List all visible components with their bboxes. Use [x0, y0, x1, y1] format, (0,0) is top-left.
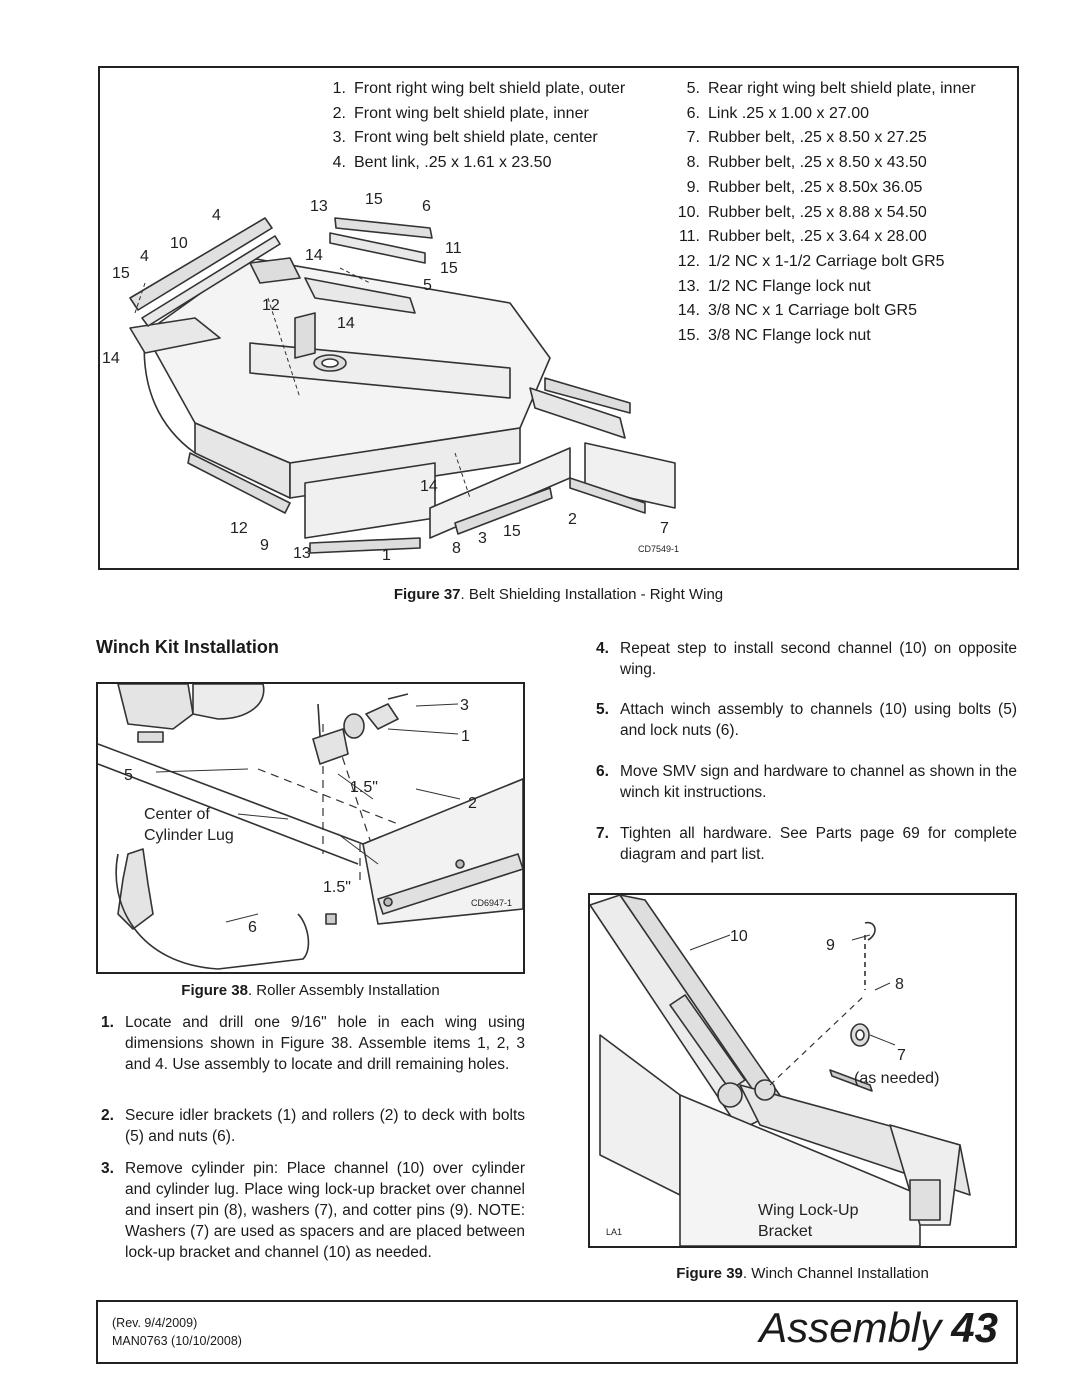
legend-item: 2.Front wing belt shield plate, inner: [332, 104, 589, 122]
fig37-callout: 14: [102, 350, 120, 367]
legend-item: 10.Rubber belt, .25 x 8.88 x 54.50: [677, 203, 927, 221]
fig38-code: CD6947-1: [471, 898, 512, 908]
fig37-callout: 5: [423, 277, 432, 294]
fig37-callout: 11: [445, 240, 462, 257]
legend-item: 8.Rubber belt, .25 x 8.50 x 43.50: [686, 154, 927, 172]
section-heading: Winch Kit Installation: [96, 637, 279, 657]
step-3: 3.Remove cylinder pin: Place channel (10…: [101, 1160, 525, 1261]
fig37-callout: 15: [440, 260, 458, 277]
fig37-callout: 2: [568, 511, 577, 528]
figure-39-frame: 10 9 8 7 (as needed) Wing Lock-Up Bracke…: [588, 893, 1017, 1248]
fig37-callout: 6: [422, 198, 431, 215]
fig39-callout: 8: [895, 976, 904, 993]
fig39-callout: 7: [897, 1047, 906, 1064]
figure-39-caption: Figure 39. Winch Channel Installation: [676, 1265, 929, 1282]
step-4: 4.Repeat step to install second channel …: [596, 640, 1017, 678]
fig37-legend-left: 1.Front right wing belt shield plate, ou…: [320, 77, 626, 176]
revision-date: (Rev. 9/4/2009): [112, 1316, 198, 1330]
figure-39-drawing: 10 9 8 7 (as needed) Wing Lock-Up Bracke…: [590, 895, 971, 1246]
fig39-callout: 10: [730, 928, 748, 945]
legend-item: 15.3/8 NC Flange lock nut: [677, 327, 871, 345]
figure-37-caption: Figure 37. Belt Shielding Installation -…: [393, 586, 724, 603]
fig37-code: CD7549-1: [638, 544, 679, 554]
fig39-code: LA1: [606, 1227, 622, 1237]
fig39-bracket-label: Bracket: [758, 1223, 813, 1240]
fig37-legend-right: 5.Rear right wing belt shield plate, inn…: [666, 77, 976, 349]
figure-37-drawing: 4 10 4 15 13 15 6 14 11 15 5 12 14 14 14…: [102, 191, 679, 564]
fig38-callout: 1: [461, 728, 470, 745]
fig37-callout: 10: [170, 235, 188, 252]
legend-item: 12.1/2 NC x 1-1/2 Carriage bolt GR5: [677, 252, 945, 270]
fig37-callout: 3: [478, 530, 487, 547]
fig38-callout: 6: [248, 919, 257, 936]
fig38-callout: 2: [468, 795, 477, 812]
legend-item: 3.Front wing belt shield plate, center: [332, 129, 598, 147]
legend-item: 9.Rubber belt, .25 x 8.50x 36.05: [686, 178, 923, 196]
fig37-callout: 12: [262, 297, 280, 314]
fig38-center-label: Cylinder Lug: [144, 827, 234, 844]
manual-number: MAN0763 (10/10/2008): [112, 1334, 242, 1348]
step-1: 1.Locate and drill one 9/16" hole in eac…: [101, 1014, 525, 1073]
step-5: 5.Attach winch assembly to channels (10)…: [596, 701, 1017, 739]
legend-item: 13.1/2 NC Flange lock nut: [677, 277, 871, 295]
fig37-callout: 15: [365, 191, 383, 208]
legend-item: 11.Rubber belt, .25 x 3.64 x 28.00: [678, 228, 927, 246]
figure-37-frame: 4 10 4 15 13 15 6 14 11 15 5 12 14 14 14…: [98, 66, 1019, 570]
fig37-callout: 15: [503, 523, 521, 540]
fig37-callout: 7: [660, 520, 669, 537]
figure-38-drawing: 3 1 5 2 6 1.5" 1.5" Center of Cylinder L…: [98, 684, 523, 970]
legend-item: 14.3/8 NC x 1 Carriage bolt GR5: [677, 302, 917, 320]
fig39-callout: 9: [826, 937, 835, 954]
fig37-callout: 14: [420, 478, 438, 495]
footer: (Rev. 9/4/2009) MAN0763 (10/10/2008) Ass…: [96, 1300, 1018, 1364]
section-name: Assembly: [759, 1304, 942, 1351]
step-7: 7.Tighten all hardware. See Parts page 6…: [596, 825, 1017, 863]
fig37-callout: 14: [337, 315, 355, 332]
fig37-callout: 9: [260, 537, 269, 554]
legend-item: 6.Link .25 x 1.00 x 27.00: [686, 104, 869, 122]
fig37-callout: 12: [230, 520, 248, 537]
page-number: 43: [951, 1304, 998, 1351]
fig37-callout: 14: [305, 247, 323, 264]
legend-item: 1.Front right wing belt shield plate, ou…: [332, 80, 626, 97]
legend-item: 7.Rubber belt, .25 x 8.50 x 27.25: [686, 129, 927, 147]
fig39-as-needed: (as needed): [854, 1070, 939, 1087]
fig38-center-label: Center of: [144, 806, 210, 823]
legend-item: 5.Rear right wing belt shield plate, inn…: [686, 80, 976, 97]
fig38-dim-bottom: 1.5": [323, 879, 351, 896]
fig37-callout: 13: [310, 198, 328, 215]
fig37-callout: 15: [112, 265, 130, 282]
fig37-callout: 4: [212, 207, 221, 224]
fig38-dim-top: 1.5": [350, 779, 378, 796]
fig37-callout: 1: [382, 547, 391, 564]
fig39-bracket-label: Wing Lock-Up: [758, 1202, 859, 1219]
fig38-callout: 3: [460, 697, 469, 714]
legend-item: 4.Bent link, .25 x 1.61 x 23.50: [332, 154, 552, 172]
step-6: 6.Move SMV sign and hardware to channel …: [596, 763, 1017, 801]
step-2: 2.Secure idler brackets (1) and rollers …: [101, 1107, 525, 1145]
fig38-callout: 5: [124, 767, 133, 784]
fig37-callout: 13: [293, 545, 311, 562]
fig37-callout: 8: [452, 540, 461, 557]
figure-38-caption: Figure 38. Roller Assembly Installation: [181, 982, 440, 999]
figure-38-frame: 3 1 5 2 6 1.5" 1.5" Center of Cylinder L…: [96, 682, 525, 974]
fig37-callout: 4: [140, 248, 149, 265]
footer-revision: (Rev. 9/4/2009) MAN0763 (10/10/2008): [112, 1314, 242, 1350]
